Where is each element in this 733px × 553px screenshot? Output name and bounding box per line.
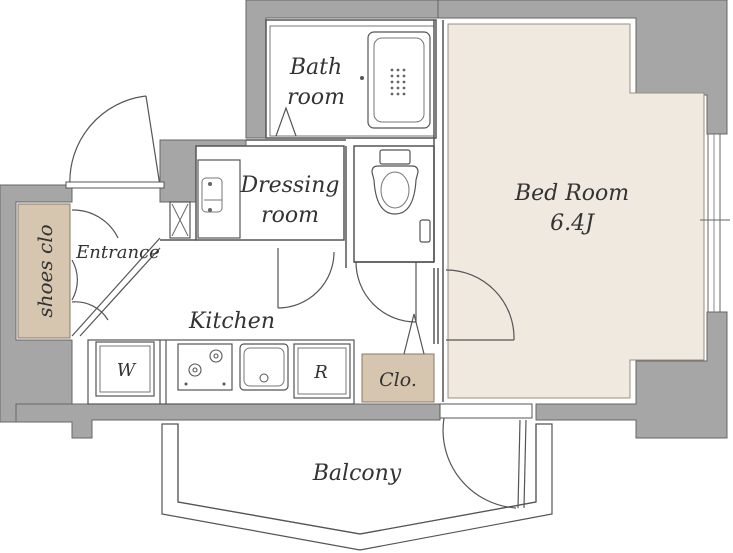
drain-icon	[390, 68, 406, 96]
vanity-sink	[197, 159, 241, 239]
washer-box	[95, 341, 155, 397]
toilet-icon	[371, 165, 419, 215]
fridge-label: R	[313, 362, 328, 383]
bathroom: Bath room	[265, 19, 437, 139]
bedroom-label-line1: Bed Room	[514, 181, 629, 206]
closet: Clo.	[361, 313, 435, 403]
cooktop	[177, 343, 233, 391]
toilet-tank	[379, 149, 411, 165]
shoes-closet: shoes clo	[17, 203, 71, 339]
bedroom: Bed Room 6.4J	[442, 20, 730, 402]
balcony: Balcony	[161, 403, 553, 551]
dressing-room: Dressing room	[169, 145, 345, 309]
bedroom-door	[433, 268, 515, 344]
washer-label: W	[117, 360, 137, 381]
dressing-label-line2: room	[261, 203, 319, 228]
balcony-label: Balcony	[312, 461, 402, 486]
dressing-label-line1: Dressing	[239, 173, 339, 198]
closet-label: Clo.	[379, 369, 417, 391]
shoes-closet-label: shoes clo	[33, 224, 57, 317]
toilet-room	[353, 145, 435, 323]
kitchen: Kitchen W R	[87, 309, 355, 405]
bathtub	[367, 31, 431, 129]
kitchen-sink	[239, 343, 289, 391]
bathroom-label-line1: Bath	[289, 55, 342, 80]
entrance: Entrance	[65, 95, 165, 337]
exterior-walls	[0, 0, 728, 439]
bedroom-label-line2: 6.4J	[550, 211, 595, 236]
burner-icon	[188, 349, 223, 377]
fridge-box	[293, 343, 351, 399]
bathroom-label-line2: room	[287, 85, 345, 110]
partitions	[160, 20, 435, 268]
entrance-label: Entrance	[75, 242, 160, 263]
kitchen-label: Kitchen	[188, 309, 275, 334]
